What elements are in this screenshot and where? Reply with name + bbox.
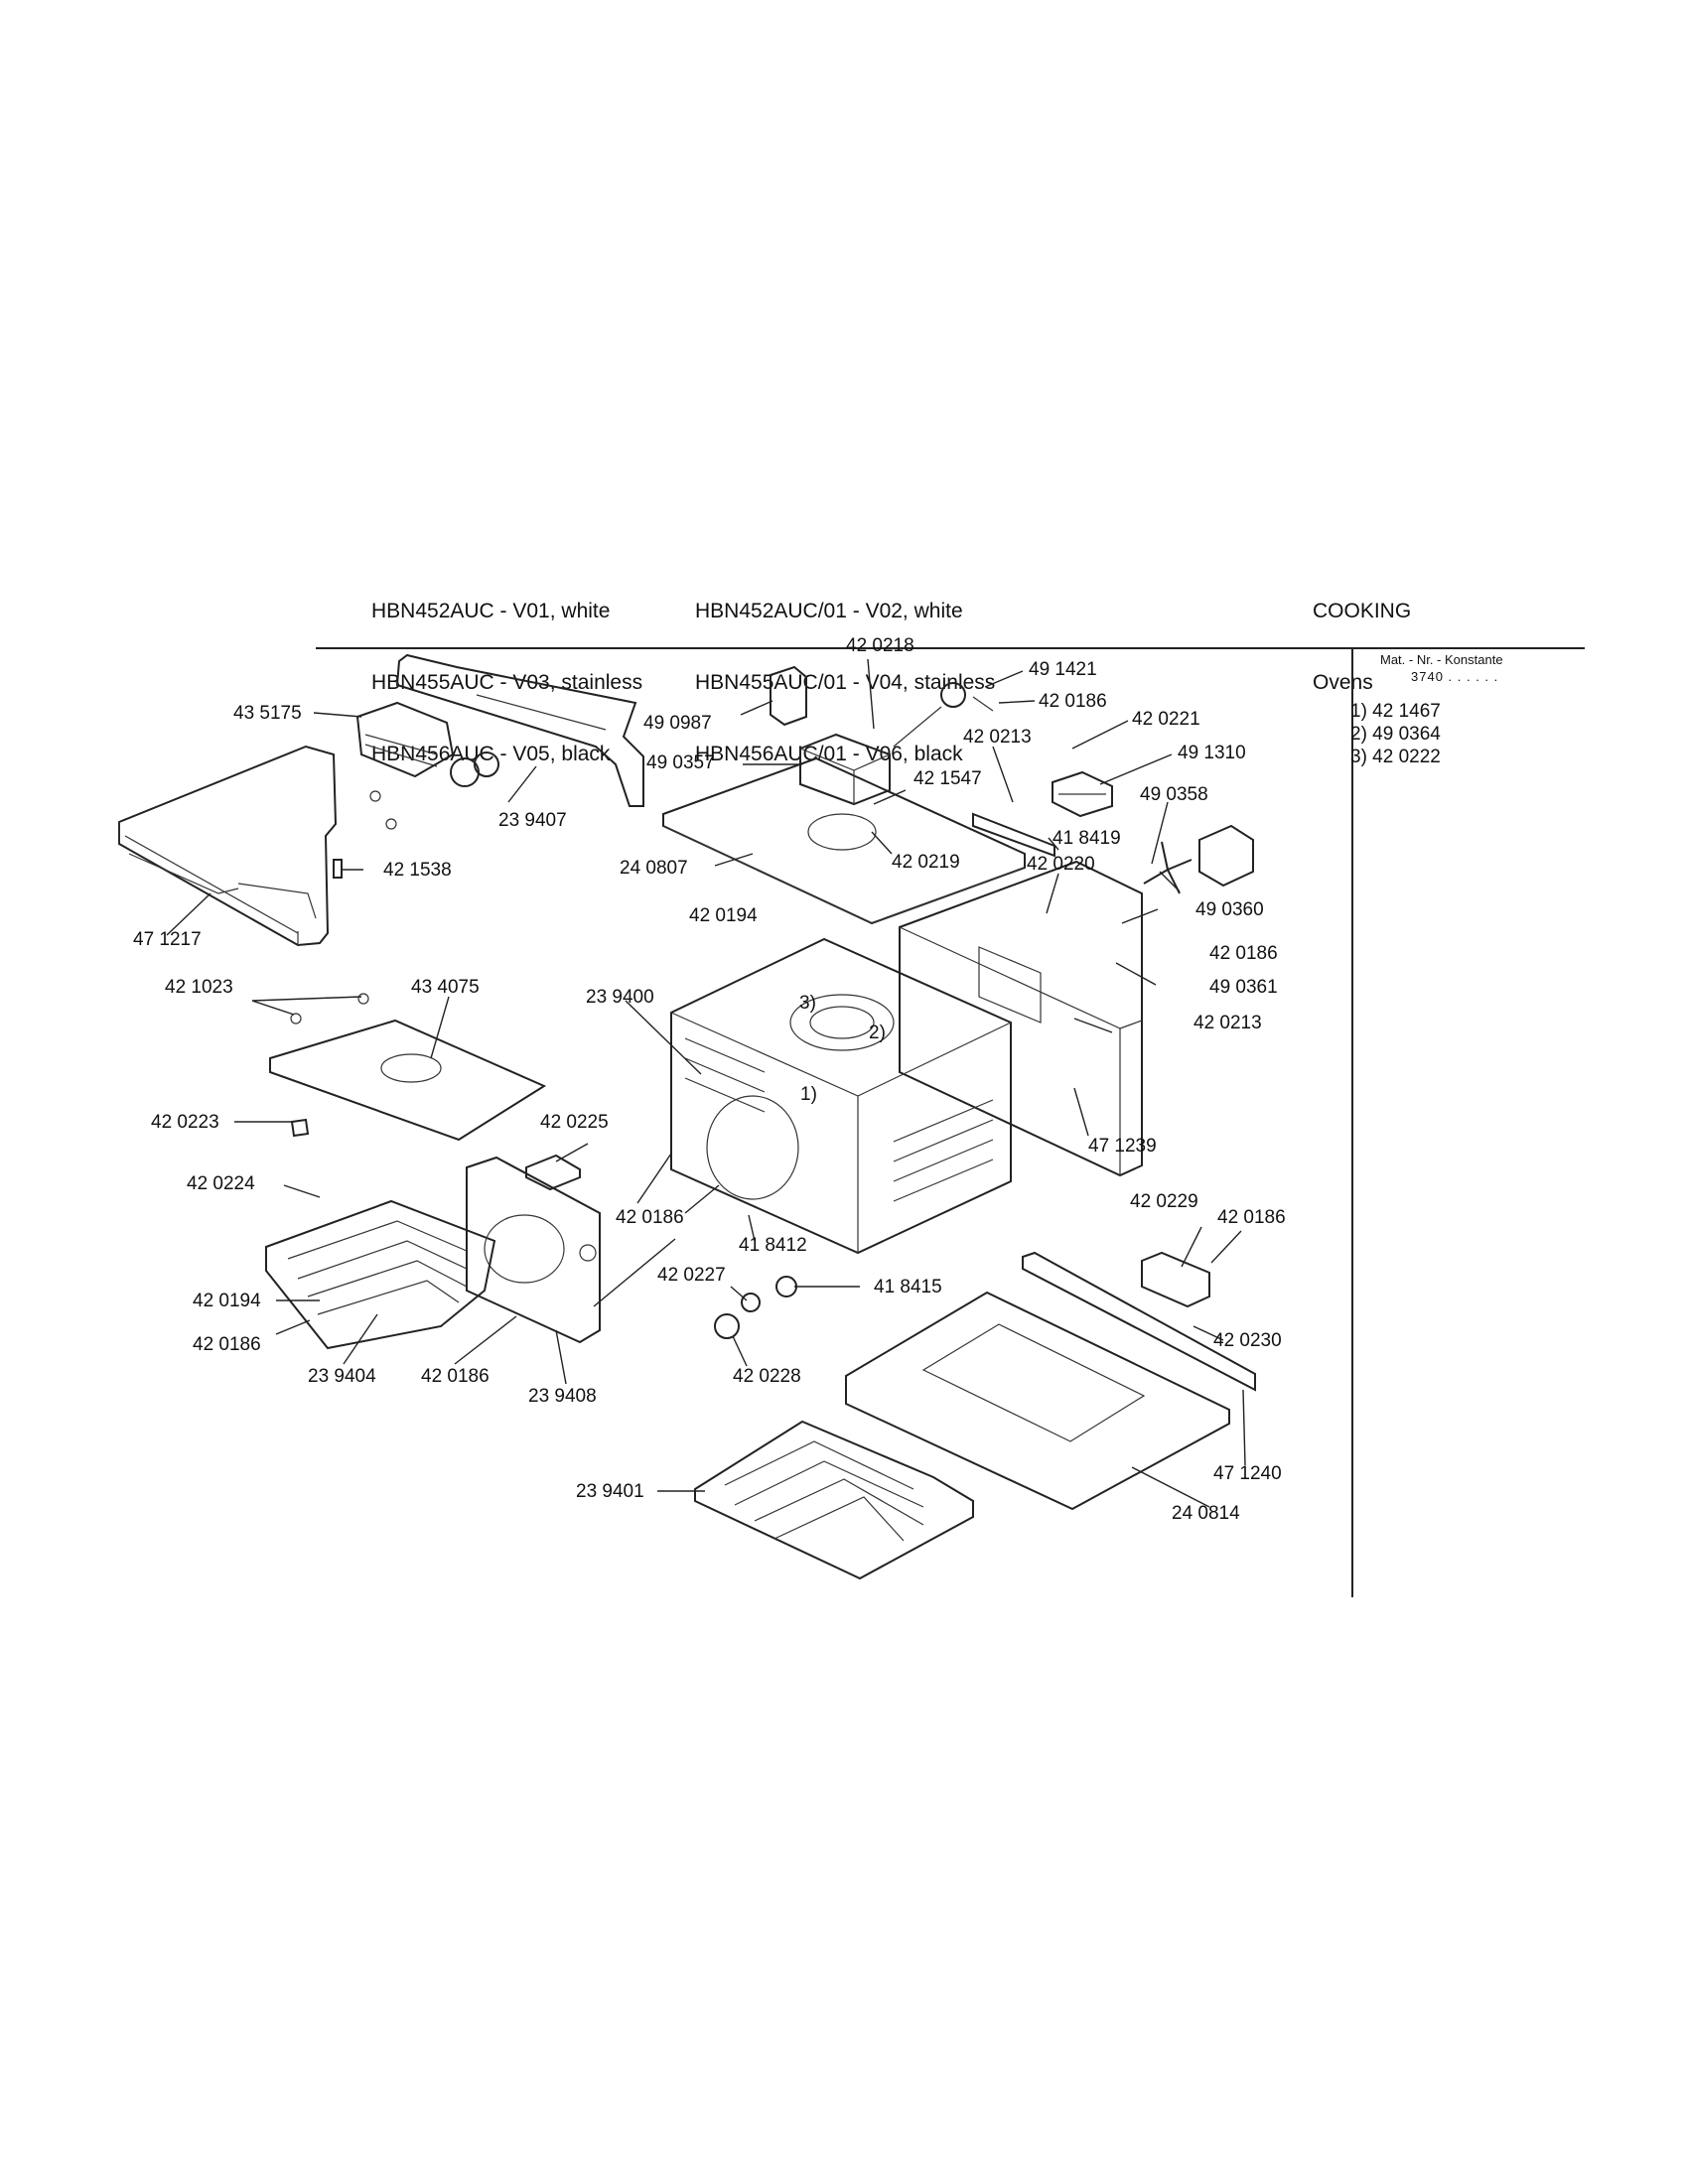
transformer-part [770, 665, 807, 727]
callout-label: 42 0228 [733, 1366, 801, 1387]
thermostat-part [893, 682, 994, 748]
model-line: HBN452AUC - V01, white [371, 600, 611, 622]
clip-parts [290, 993, 369, 1138]
callout-label: 47 1217 [133, 929, 202, 950]
bracket-part [972, 812, 1055, 858]
material-number-title: Mat. - Nr. - Konstante [1380, 652, 1503, 667]
callout-label: 41 8412 [739, 1235, 807, 1256]
callout-label: 42 0186 [193, 1334, 261, 1355]
callout-label: 23 9404 [308, 1366, 376, 1387]
top-cover-part [118, 745, 338, 947]
callout-label: 49 1421 [1029, 659, 1097, 680]
callout-label: 23 9401 [576, 1481, 644, 1502]
callout-label: 47 1239 [1088, 1136, 1157, 1157]
callout-label: 43 5175 [233, 703, 302, 724]
callout-label: 42 0218 [846, 635, 914, 656]
callout-label: 42 0186 [1209, 943, 1278, 964]
callout-label: 41 8415 [874, 1277, 942, 1297]
callout-label: 23 9400 [586, 987, 654, 1008]
callout-label: 42 1547 [913, 768, 982, 789]
callout-label: 42 0221 [1132, 709, 1200, 730]
door-seal-part [269, 1019, 547, 1142]
convection-fan-part [1143, 824, 1254, 894]
material-constant: 3740 . . . . . . [1411, 669, 1499, 684]
callout-labels: 43 5175 23 9407 42 1538 47 1217 49 0987 … [133, 635, 1286, 1524]
callout-label: 42 0186 [421, 1366, 490, 1387]
category-main: COOKING [1313, 600, 1412, 622]
bracket-part [1141, 1251, 1210, 1308]
pin-part [333, 859, 343, 879]
side-panel-divider [1351, 649, 1353, 1597]
callout-label: 3) [799, 993, 816, 1014]
callout-label: 49 0987 [643, 713, 712, 734]
callout-label: 42 0220 [1027, 854, 1095, 875]
callout-label: 42 0213 [1193, 1013, 1262, 1033]
footnote: 2) 49 0364 [1350, 724, 1441, 745]
category-sub: Ovens [1313, 671, 1373, 694]
callout-label: 23 9407 [498, 810, 567, 831]
footnote-list: 1) 42 1467 2) 49 0364 3) 42 0222 [1350, 700, 1441, 768]
callout-label: 42 0194 [689, 905, 758, 926]
callout-label: 42 0219 [892, 852, 960, 873]
callout-label: 49 1310 [1178, 743, 1246, 763]
callout-label: 49 0361 [1209, 977, 1278, 998]
header-divider [316, 647, 1585, 649]
rear-panel-part [899, 860, 1143, 1177]
callout-label: 42 0223 [151, 1112, 219, 1133]
callout-label: 42 0229 [1130, 1191, 1198, 1212]
callout-label: 24 0814 [1172, 1503, 1240, 1524]
oven-cavity-part [670, 937, 1012, 1255]
callout-label: 49 0358 [1140, 784, 1208, 805]
callout-label: 42 0186 [616, 1207, 684, 1228]
callout-label: 2) [869, 1023, 886, 1043]
category-label: COOKING Ovens [1313, 552, 1411, 719]
bottom-heating-element-part [694, 1420, 974, 1580]
callout-label: 42 0230 [1213, 1330, 1282, 1351]
callout-label: 42 0227 [657, 1265, 726, 1286]
model-line: HBN456AUC - V05, black [371, 743, 611, 765]
top-rail-part [395, 653, 644, 807]
rail-part [1022, 1251, 1256, 1392]
top-plate-part [662, 756, 1026, 925]
lamp-parts [714, 1276, 797, 1339]
model-line: HBN455AUC - V03, stainless [371, 671, 643, 694]
callout-label: 41 8419 [1052, 828, 1121, 849]
callout-label: 43 4075 [411, 977, 480, 998]
callout-label: 1) [800, 1084, 817, 1105]
model-list-left: HBN452AUC - V01, white HBN455AUC - V03, … [371, 552, 642, 790]
thermostat-box-part [799, 733, 891, 806]
callout-label: 42 0186 [1217, 1207, 1286, 1228]
leader-lines [166, 658, 1246, 1508]
callout-label: 49 0357 [646, 752, 715, 773]
fan-motor-part [355, 701, 499, 830]
callout-label: 42 1538 [383, 860, 452, 881]
callout-label: 24 0807 [620, 858, 688, 879]
top-heating-element-part [265, 1199, 496, 1350]
bottom-tray-part [845, 1291, 1230, 1511]
plate-part [525, 1154, 581, 1191]
callout-label: 42 0224 [187, 1173, 255, 1194]
callout-label: 49 0360 [1195, 899, 1264, 920]
footnote: 3) 42 0222 [1350, 747, 1441, 767]
callout-label: 42 0186 [1039, 691, 1107, 712]
terminal-block-part [1052, 770, 1113, 818]
callout-label: 23 9408 [528, 1386, 597, 1407]
model-line: HBN452AUC/01 - V02, white [695, 600, 963, 622]
callout-label: 42 0225 [540, 1112, 609, 1133]
callout-label: 42 1023 [165, 977, 233, 998]
element-mounting-plate-part [466, 1156, 601, 1344]
callout-label: 42 0213 [963, 727, 1032, 748]
callout-label: 42 0194 [193, 1291, 261, 1311]
callout-label: 47 1240 [1213, 1463, 1282, 1484]
footnote: 1) 42 1467 [1350, 701, 1441, 722]
